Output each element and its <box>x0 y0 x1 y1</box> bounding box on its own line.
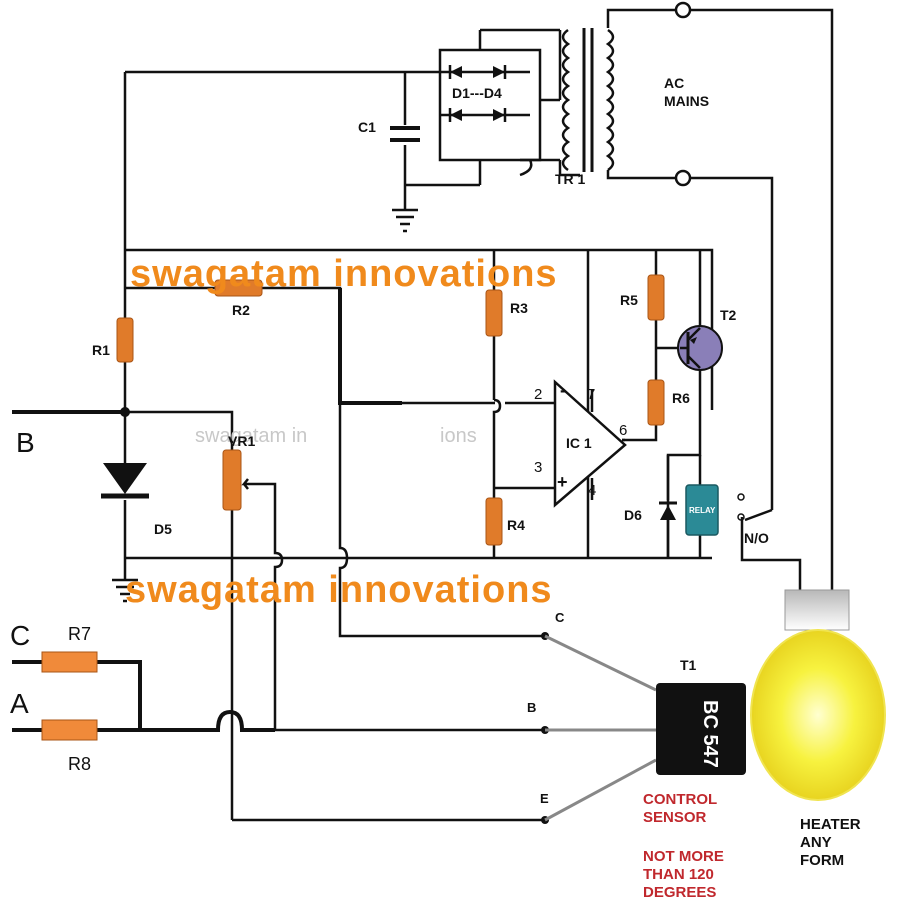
label-r7: R7 <box>68 624 91 644</box>
note-sensor: SENSOR <box>643 809 707 826</box>
resistor-r1 <box>116 317 134 363</box>
label-r4: R4 <box>507 517 525 533</box>
label-pin-c: C <box>555 610 565 625</box>
note-degrees: DEGREES <box>643 884 716 900</box>
watermark-top: swagatam innovations <box>130 253 558 295</box>
power-supply <box>123 1 834 590</box>
label-r1: R1 <box>92 342 110 358</box>
input-wiring <box>12 407 543 822</box>
label-t2: T2 <box>720 307 737 323</box>
resistor-r4 <box>485 497 503 546</box>
watermark-faint-2: ions <box>440 425 477 447</box>
resistor-r5 <box>647 274 665 321</box>
opamp-ic1 <box>553 379 627 508</box>
capacitor-c1 <box>390 126 420 142</box>
label-pin-e: E <box>540 791 549 806</box>
resistor-r6 <box>647 379 665 426</box>
label-input-a: A <box>10 688 29 719</box>
label-r2: R2 <box>232 302 250 318</box>
label-ac: AC <box>664 75 684 91</box>
resistor-r8 <box>41 719 98 741</box>
potentiometer-vr1 <box>222 449 242 511</box>
label-r8: R8 <box>68 754 91 774</box>
label-pin3: 3 <box>534 459 542 476</box>
label-form: FORM <box>800 852 844 869</box>
ground-symbol-c1 <box>392 208 418 233</box>
label-input-c: C <box>10 620 30 651</box>
label-r3: R3 <box>510 300 528 316</box>
watermark-bottom: swagatam innovations <box>125 569 553 611</box>
label-t1-part: BC 547 <box>699 700 721 768</box>
label-c1: C1 <box>358 119 376 135</box>
vr1-wiper-arrow <box>241 478 254 490</box>
note-not-more: NOT MORE <box>643 848 724 865</box>
resistor-r2 <box>214 279 263 297</box>
bridge-rectifier-d1-d4 <box>438 28 562 185</box>
label-no: N/O <box>744 530 769 546</box>
label-vr1: VR1 <box>228 433 255 449</box>
label-input-b: B <box>16 427 35 458</box>
watermark-faint-1: swagatam in <box>195 425 307 447</box>
label-d1-d4: D1---D4 <box>452 85 502 101</box>
transistor-t2 <box>677 325 723 371</box>
ground-symbol-d5 <box>112 578 138 603</box>
control-circuit <box>101 248 802 820</box>
transformer-tr1 <box>561 8 680 180</box>
label-d5: D5 <box>154 521 172 537</box>
relay-coil <box>685 484 719 536</box>
label-heater: HEATER <box>800 816 861 833</box>
note-control: CONTROL <box>643 791 717 808</box>
transistor-t1-body <box>656 683 746 775</box>
diode-d6 <box>659 501 677 520</box>
label-pin6: 6 <box>619 422 627 439</box>
ac-terminal-bottom <box>674 169 692 187</box>
label-ic1: IC 1 <box>566 435 592 451</box>
label-r5: R5 <box>620 292 638 308</box>
sensor-t1 <box>541 632 746 824</box>
label-pin2: 2 <box>534 386 542 403</box>
label-t1: T1 <box>680 657 697 673</box>
heater-bulb <box>750 589 886 801</box>
ac-terminal-top <box>674 1 692 19</box>
label-tr1: TR 1 <box>555 171 586 187</box>
label-minus: - <box>560 380 566 400</box>
note-than-120: THAN 120 <box>643 866 714 883</box>
label-any: ANY <box>800 834 832 851</box>
label-pin7: 7 <box>587 386 595 403</box>
label-relay: RELAY <box>689 506 716 515</box>
resistor-r3 <box>485 289 503 337</box>
label-mains: MAINS <box>664 93 709 109</box>
label-pin4: 4 <box>588 482 596 499</box>
label-r6: R6 <box>672 390 690 406</box>
label-plus: + <box>557 472 568 492</box>
label-d6: D6 <box>624 507 642 523</box>
diode-d5 <box>101 463 149 499</box>
resistor-r7 <box>41 651 98 673</box>
label-pin-b: B <box>527 700 536 715</box>
